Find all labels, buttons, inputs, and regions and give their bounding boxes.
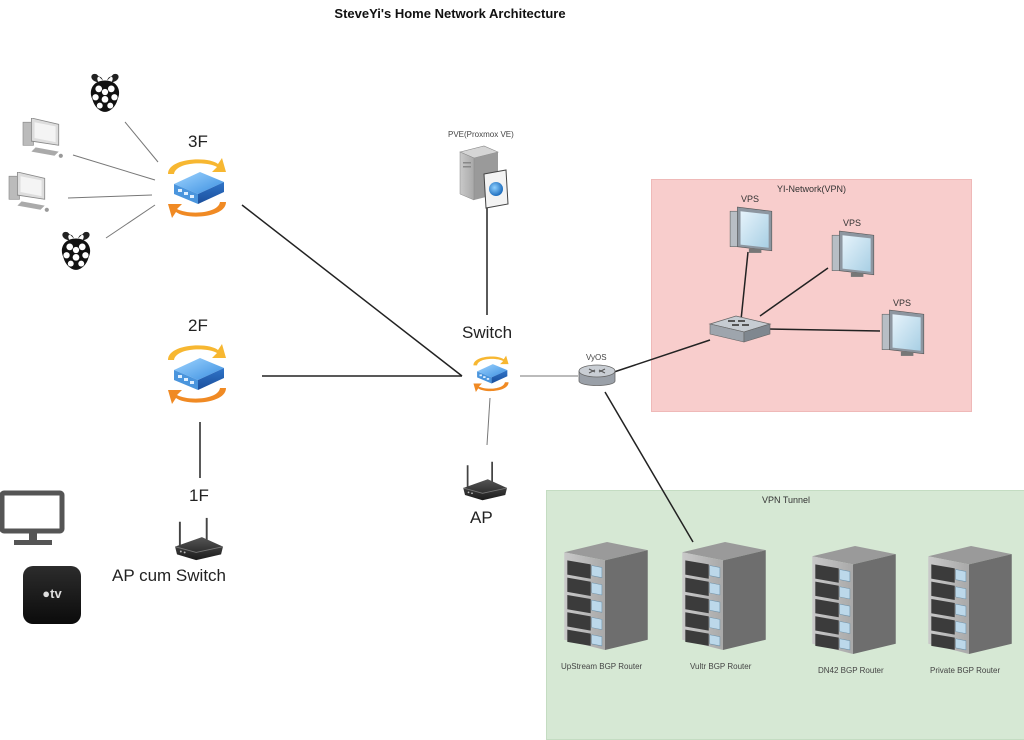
desktop-pc-icon[interactable] bbox=[8, 172, 52, 214]
apple-logo-icon: ● bbox=[42, 586, 51, 601]
dn42-bgp-router-label: DN42 BGP Router bbox=[818, 666, 884, 675]
pve-server-icon[interactable] bbox=[454, 144, 514, 210]
desktop-pc-icon[interactable] bbox=[22, 118, 66, 160]
ap-wireless-router-icon[interactable] bbox=[458, 460, 514, 502]
raspberry-pi-icon[interactable] bbox=[57, 228, 95, 272]
floor1-caption: AP cum Switch bbox=[112, 566, 227, 585]
vpn-group-label: YI-Network(VPN) bbox=[776, 184, 846, 194]
vps-monitor-icon[interactable] bbox=[729, 205, 775, 255]
vultr-bgp-router-label: Vultr BGP Router bbox=[690, 662, 752, 671]
link-vyos-vultr bbox=[604, 391, 694, 543]
link-rpi1-3f bbox=[124, 121, 159, 163]
link-3f-switch bbox=[241, 204, 463, 377]
vyos-router-icon[interactable] bbox=[577, 363, 617, 391]
upstream-bgp-router-icon[interactable] bbox=[560, 540, 652, 652]
vpn-group: YI-Network(VPN) bbox=[651, 179, 972, 412]
floor1-label: 1F bbox=[189, 486, 209, 505]
link-hub-vps2 bbox=[759, 267, 829, 317]
core-switch-icon[interactable] bbox=[464, 352, 518, 398]
vpn-hub-switch-icon[interactable] bbox=[708, 314, 772, 344]
dn42-bgp-router-icon[interactable] bbox=[808, 544, 900, 656]
link-rpi2-3f bbox=[105, 204, 156, 239]
tv-monitor-icon[interactable] bbox=[0, 490, 66, 548]
floor3-label: 3F bbox=[188, 132, 208, 151]
link-pc2-3f bbox=[67, 194, 153, 199]
link-vyos-hub bbox=[613, 339, 711, 373]
floor1-wireless-router-icon[interactable] bbox=[172, 516, 228, 562]
vyos-label: VyOS bbox=[586, 353, 607, 362]
floor2-label: 2F bbox=[188, 316, 208, 335]
diagram-title: SteveYi's Home Network Architecture bbox=[334, 6, 566, 21]
vps-monitor-icon[interactable] bbox=[881, 308, 927, 358]
vps-label: VPS bbox=[741, 194, 760, 204]
ap-label: AP bbox=[470, 508, 493, 527]
pve-label: PVE(Proxmox VE) bbox=[448, 130, 514, 139]
floor2-switch-icon[interactable] bbox=[160, 338, 234, 414]
vpn-tunnel-label: VPN Tunnel bbox=[761, 495, 811, 505]
vps-monitor-icon[interactable] bbox=[831, 229, 877, 279]
raspberry-pi-icon[interactable] bbox=[86, 70, 124, 114]
upstream-bgp-router-label: UpStream BGP Router bbox=[561, 662, 643, 671]
floor3-switch-icon[interactable] bbox=[160, 152, 234, 228]
apple-tv-device[interactable]: ●tv bbox=[23, 566, 81, 624]
core-switch-label: Switch bbox=[462, 323, 513, 342]
vps-label: VPS bbox=[843, 218, 862, 228]
vultr-bgp-router-icon[interactable] bbox=[678, 540, 770, 652]
private-bgp-router-icon[interactable] bbox=[924, 544, 1016, 656]
private-bgp-router-label: Private BGP Router bbox=[930, 666, 1001, 675]
link-hub-vps3 bbox=[767, 328, 881, 332]
apple-tv-label: tv bbox=[50, 586, 62, 601]
link-pc1-3f bbox=[72, 154, 156, 181]
link-switch-ap bbox=[486, 397, 491, 446]
vps-label: VPS bbox=[893, 298, 912, 308]
link-hub-vps1 bbox=[740, 251, 749, 321]
